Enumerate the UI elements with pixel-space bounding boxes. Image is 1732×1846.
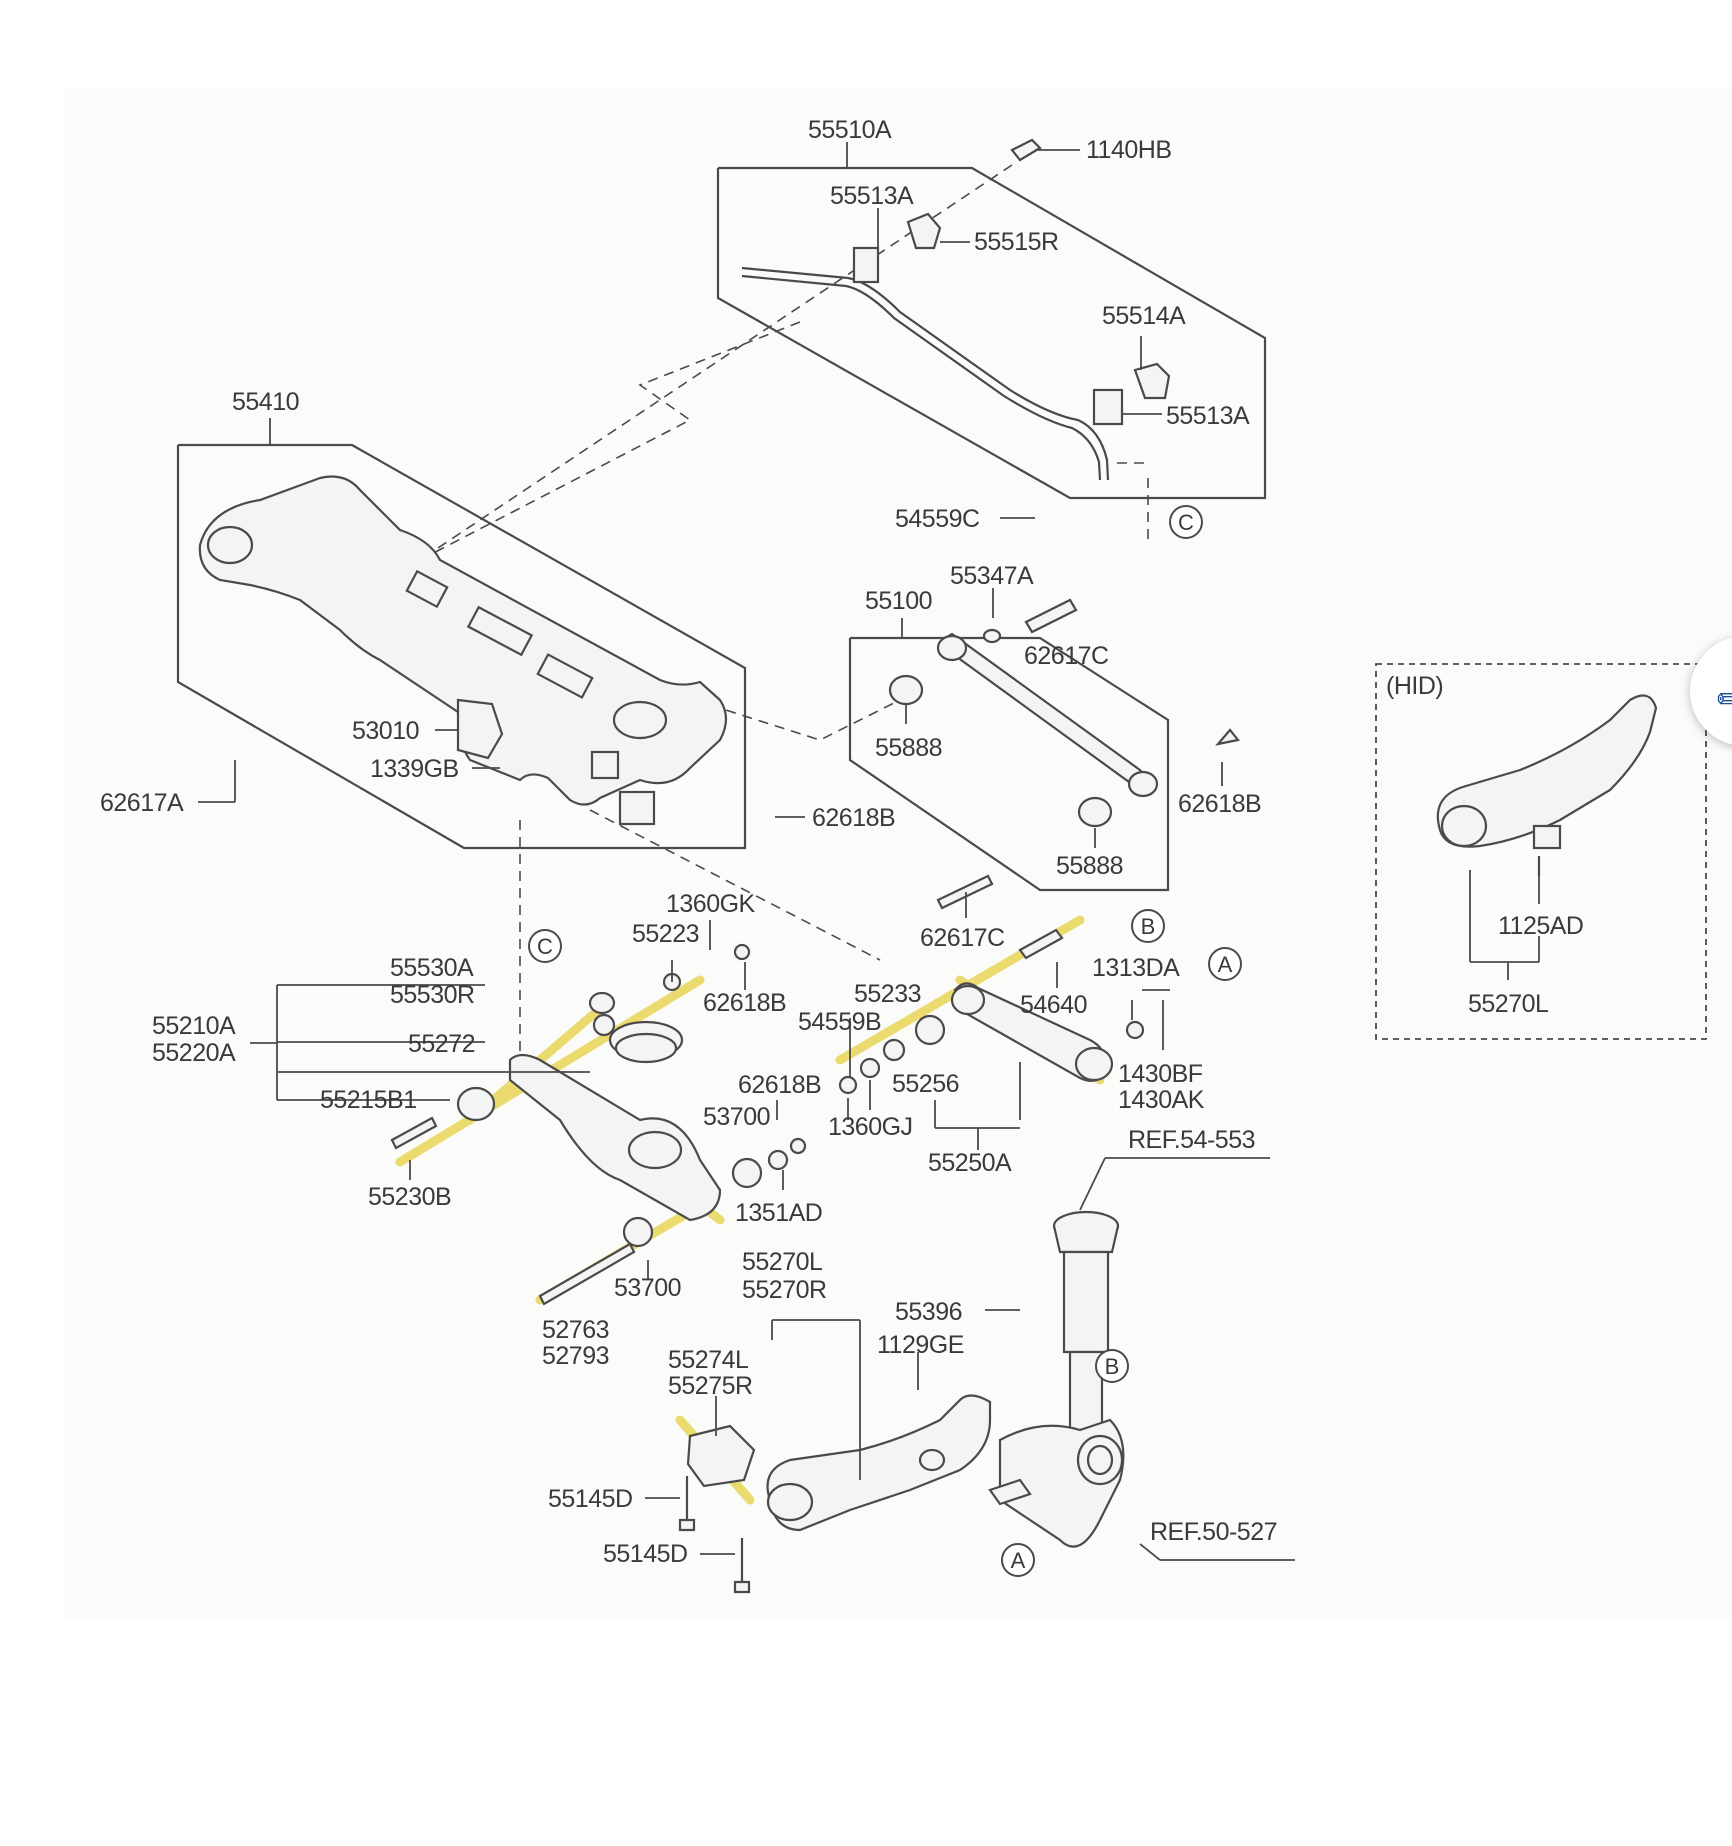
label-62617a: 62617A (100, 789, 184, 817)
label-62618b-frame: 62618B (812, 804, 895, 832)
stabilizer-group-box (716, 166, 1267, 500)
label-55410: 55410 (232, 388, 299, 416)
label-1430bf: 1430BF (1118, 1060, 1203, 1088)
label-53700-lower: 53700 (614, 1274, 681, 1302)
parts-diagram-panel: C B C A B A 55510A 1140HB 55513A 55515R … (65, 88, 1732, 1618)
label-1140hb: 1140HB (1086, 136, 1172, 164)
pencil-icon: ✎ (1708, 675, 1732, 725)
label-55256: 55256 (892, 1070, 959, 1098)
label-55270l-main: 55270L (742, 1248, 823, 1276)
lateral-link-55250A (838, 928, 1145, 1095)
label-62618b-link: 62618B (703, 989, 786, 1017)
label-55223: 55223 (632, 920, 699, 948)
label-55513a-right: 55513A (1166, 402, 1250, 430)
bushing-55274L (678, 1424, 756, 1594)
marker-a-right (1208, 947, 1242, 981)
label-1125ad: 1125AD (1498, 912, 1584, 940)
label-55510a: 55510A (808, 116, 892, 144)
label-1313da: 1313DA (1092, 954, 1180, 982)
label-55220a: 55220A (152, 1039, 236, 1067)
marker-c-top (1169, 505, 1203, 539)
label-55347a: 55347A (950, 562, 1034, 590)
label-1339gb: 1339GB (370, 755, 459, 783)
label-1360gj: 1360GJ (828, 1113, 913, 1141)
crossmember (198, 475, 728, 826)
label-55100: 55100 (865, 587, 932, 615)
upper-arm-55100 (888, 598, 1240, 910)
label-52763: 52763 (542, 1316, 609, 1344)
label-1129ge: 1129GE (877, 1331, 964, 1359)
label-55215b1: 55215B1 (320, 1086, 417, 1114)
exploded-parts-diagram: C B C A B A 55510A 1140HB 55513A 55515R … (65, 88, 1732, 1618)
hid-trailing-arm (1436, 694, 1658, 876)
label-55888-left: 55888 (875, 734, 942, 762)
label-54559b: 54559B (798, 1008, 881, 1036)
trailing-arm-55270L (766, 1394, 992, 1532)
label-55250a: 55250A (928, 1149, 1012, 1177)
label-55230b: 55230B (368, 1183, 451, 1211)
label-55515r: 55515R (974, 228, 1059, 256)
label-hid: (HID) (1386, 672, 1443, 700)
label-55233: 55233 (854, 980, 921, 1008)
label-1351ad: 1351AD (735, 1199, 822, 1227)
label-62617c-top: 62617C (1024, 642, 1109, 670)
marker-b-top (1131, 909, 1165, 943)
label-62618b-arm: 62618B (1178, 790, 1261, 818)
label-62617c-bottom: 62617C (920, 924, 1005, 952)
marker-b-knuckle-text: B (1105, 1354, 1120, 1379)
label-54559c: 54559C (895, 505, 980, 533)
hid-group-box (1375, 663, 1707, 1040)
stabilizer-bar (741, 138, 1171, 481)
label-1360gk: 1360GK (666, 890, 756, 918)
marker-c-left-text: C (537, 934, 553, 959)
label-55275r: 55275R (668, 1372, 753, 1400)
label-ref-50-527: REF.50-527 (1150, 1518, 1277, 1546)
marker-b-top-text: B (1141, 914, 1156, 939)
label-55530r: 55530R (390, 981, 475, 1009)
marker-a-knuckle (1001, 1543, 1035, 1577)
label-55270r-main: 55270R (742, 1276, 827, 1304)
label-55270l-hid: 55270L (1468, 990, 1549, 1018)
label-1430ak: 1430AK (1118, 1086, 1205, 1114)
label-55530a: 55530A (390, 954, 474, 982)
label-ref-54-553: REF.54-553 (1128, 1126, 1255, 1154)
marker-c-left (528, 929, 562, 963)
label-52793: 52793 (542, 1342, 609, 1370)
label-54640: 54640 (1020, 991, 1087, 1019)
label-62618b-lower: 62618B (738, 1071, 821, 1099)
knuckle (988, 1418, 1125, 1548)
arm-group-box (848, 636, 1170, 892)
label-55272: 55272 (408, 1030, 475, 1058)
label-55145d-a: 55145D (548, 1485, 633, 1513)
label-55513a-top: 55513A (830, 182, 914, 210)
marker-a-knuckle-text: A (1011, 1548, 1026, 1573)
label-55145d-b: 55145D (603, 1540, 688, 1568)
marker-b-knuckle (1095, 1349, 1129, 1383)
crossmember-group-box (176, 443, 747, 850)
label-53700-upper: 53700 (703, 1103, 770, 1131)
lower-arm-55210A (390, 943, 807, 1306)
label-55396: 55396 (895, 1298, 962, 1326)
label-55888-right: 55888 (1056, 852, 1123, 880)
marker-c-top-text: C (1178, 510, 1194, 535)
marker-a-right-text: A (1218, 952, 1233, 977)
label-55210a: 55210A (152, 1012, 236, 1040)
label-55514a: 55514A (1102, 302, 1186, 330)
label-53010: 53010 (352, 717, 419, 745)
label-55274l: 55274L (668, 1346, 749, 1374)
